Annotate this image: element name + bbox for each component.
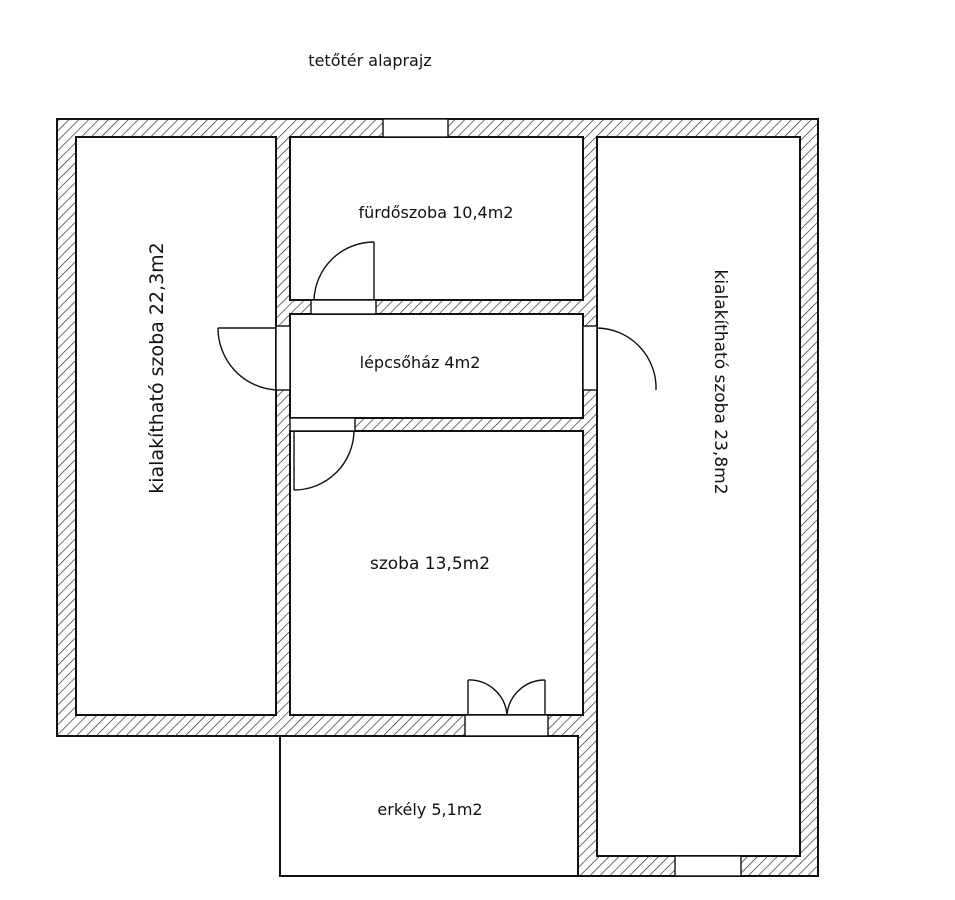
room-bedroom <box>289 430 584 716</box>
room-left <box>75 136 277 716</box>
label-bathroom: fürdőszoba 10,4m2 <box>359 203 514 222</box>
plan-title: tetőtér alaprajz <box>308 51 431 70</box>
room-balcony <box>279 735 579 877</box>
door-balcony-double <box>467 679 546 716</box>
door-left-room <box>217 325 291 391</box>
label-bedroom: szoba 13,5m2 <box>370 554 490 574</box>
window-top <box>382 118 449 138</box>
room-right <box>596 136 801 857</box>
room-bathroom <box>289 136 584 301</box>
label-right-room: kialakítható szoba 23,8m2 <box>710 269 730 494</box>
balcony-door-opening <box>464 714 549 737</box>
label-balcony: erkély 5,1m2 <box>377 800 482 819</box>
door-right-room <box>582 325 657 391</box>
label-stairwell: lépcsőház 4m2 <box>360 353 481 372</box>
door-bedroom <box>289 417 356 491</box>
door-bathroom <box>310 241 377 315</box>
window-bottom-right <box>674 855 742 877</box>
label-left-room: kialakítható szoba 22,3m2 <box>146 242 168 494</box>
